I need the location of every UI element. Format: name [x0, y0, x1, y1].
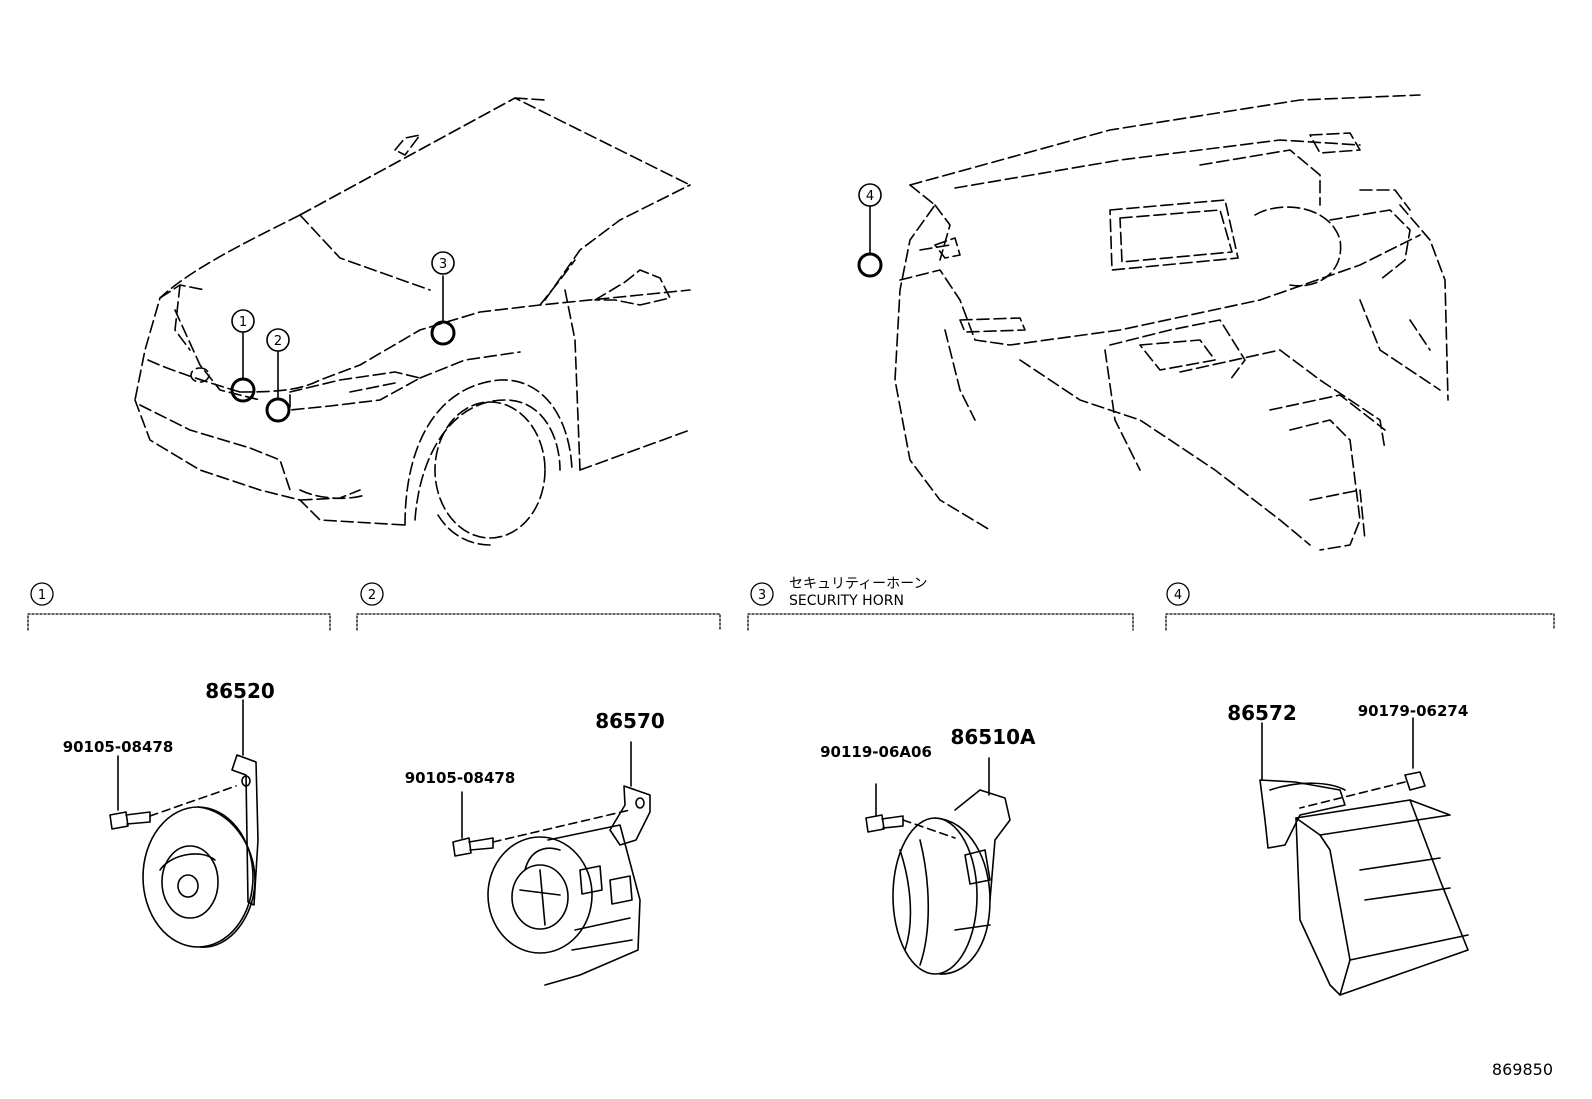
car-front-illustration: [134, 97, 691, 546]
part-bolt-3: 90119-06A06: [820, 743, 932, 761]
part-86520: 86520: [205, 679, 275, 703]
horn-3-drawing: [865, 757, 1011, 975]
callout-2-label: 2: [274, 334, 282, 349]
part-bolt-1: 90105-08478: [63, 738, 174, 756]
diagram-id: 869850: [1492, 1060, 1553, 1079]
callout-markers-car: [230, 251, 456, 423]
part-nut-4: 90179-06274: [1358, 702, 1469, 720]
callout-4-label: 4: [866, 189, 874, 204]
part-86570: 86570: [595, 709, 665, 733]
section-3-number: 3: [758, 588, 766, 603]
ecu-4-drawing: [1259, 717, 1469, 996]
part-bolt-2: 90105-08478: [405, 769, 516, 787]
horn-2-drawing: [452, 741, 651, 986]
section-3-title-jp: セキュリティーホーン: [789, 576, 927, 592]
part-86572: 86572: [1227, 701, 1297, 725]
horn-1-drawing: [109, 699, 259, 948]
part-86510A: 86510A: [950, 725, 1036, 749]
section-2-number: 2: [368, 588, 376, 603]
section-1-number: 1: [38, 588, 46, 603]
callout-marker-dash: [857, 183, 883, 278]
callout-1-label: 1: [239, 315, 247, 330]
section-4-number: 4: [1174, 588, 1182, 603]
section-brackets: [27, 582, 1555, 631]
dashboard-illustration: [894, 94, 1449, 551]
callout-3-label: 3: [439, 257, 447, 272]
section-3-title-en: SECURITY HORN: [789, 593, 904, 609]
